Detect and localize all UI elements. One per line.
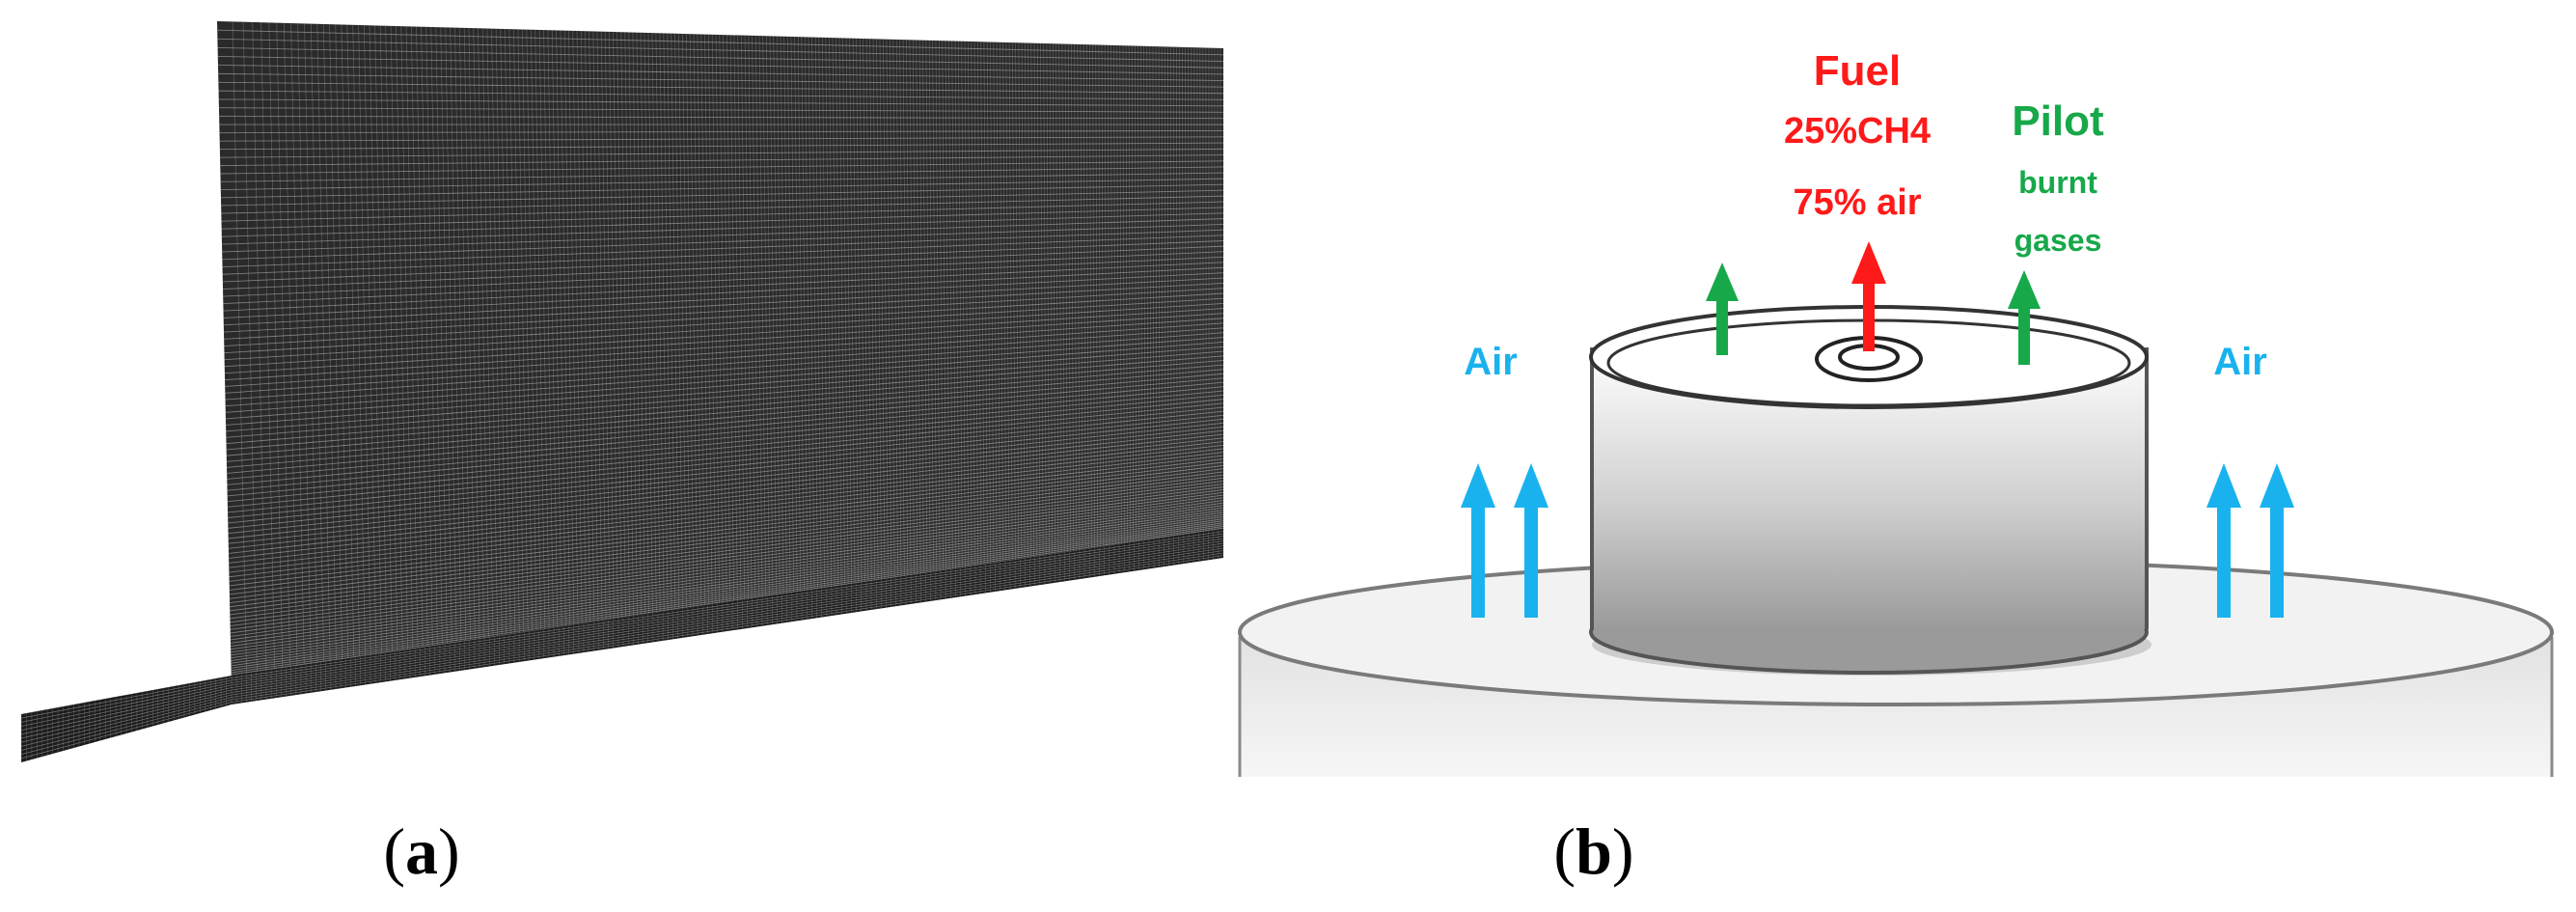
fuel-arrow bbox=[1851, 241, 1886, 351]
pilot-label: Pilot bbox=[2012, 97, 2104, 145]
mesh-wall-columns bbox=[232, 21, 1221, 685]
air-arrow-left-2 bbox=[1514, 463, 1548, 618]
caption-b: (b) bbox=[1553, 815, 1633, 888]
air-label-left: Air bbox=[1464, 341, 1518, 383]
mesh-floor-lines bbox=[20, 529, 1224, 762]
air-arrow-right-1 bbox=[2206, 463, 2241, 618]
air-arrow-right-2 bbox=[2260, 463, 2294, 618]
air-label-right: Air bbox=[2213, 341, 2267, 383]
pilot-burnt-label: burnt bbox=[2018, 165, 2097, 200]
mesh-floor-strip bbox=[21, 529, 1223, 762]
caption-a: (a) bbox=[383, 815, 459, 888]
pilot-arrow-left bbox=[1706, 263, 1739, 355]
air-arrow-left-1 bbox=[1461, 463, 1495, 618]
panel-a-mesh bbox=[20, 21, 1224, 762]
fuel-composition-ch4: 25%CH4 bbox=[1784, 111, 1931, 152]
flow-arrows bbox=[1461, 241, 2294, 618]
fuel-label: Fuel bbox=[1814, 47, 1901, 95]
pilot-gases-label: gases bbox=[2014, 223, 2102, 258]
pilot-arrow-right bbox=[2008, 270, 2041, 365]
panel-b-burner: Fuel 25%CH4 75% air Pilot burnt gases Ai… bbox=[1238, 47, 2554, 777]
fuel-composition-air: 75% air bbox=[1793, 182, 1921, 223]
mesh-wall bbox=[217, 21, 1223, 687]
